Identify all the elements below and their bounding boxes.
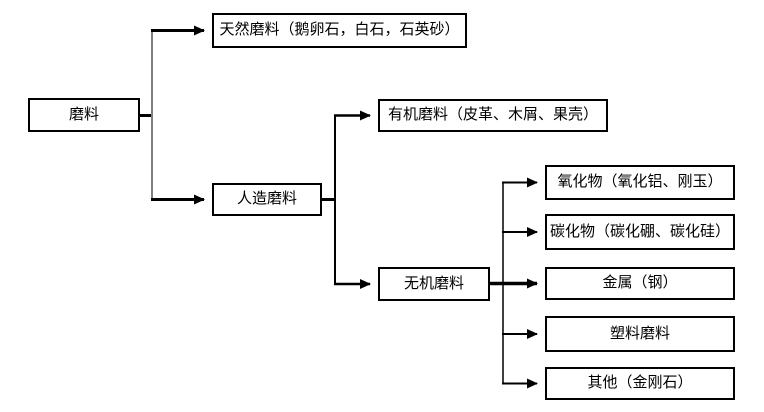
node-plastic-abrasive: 塑料磨料	[545, 316, 735, 352]
node-inorganic-abrasive: 无机磨料	[378, 267, 490, 301]
node-metal-label: 金属（钢）	[602, 275, 678, 291]
node-inorganic-abrasive-label: 无机磨料	[403, 275, 464, 292]
node-plastic-abrasive-label: 塑料磨料	[609, 325, 670, 342]
node-natural-abrasive-label: 天然磨料（鹅卵石，白石，石英砂）	[219, 22, 460, 38]
node-oxide-label: 氧化物（氧化铝、刚玉）	[557, 174, 723, 190]
node-oxide: 氧化物（氧化铝、刚玉）	[545, 165, 735, 200]
node-natural-abrasive: 天然磨料（鹅卵石，白石，石英砂）	[212, 13, 467, 48]
node-organic-abrasive: 有机磨料（皮革、木屑、果壳）	[378, 99, 608, 132]
node-other-abrasive: 其他（金刚石）	[545, 367, 735, 400]
node-carbide: 碳化物（碳化硼、碳化硅）	[545, 214, 735, 250]
node-carbide-label: 碳化物（碳化硼、碳化硅）	[549, 223, 730, 240]
node-abrasive-root: 磨料	[28, 98, 140, 132]
node-artificial-abrasive: 人造磨料	[212, 183, 322, 216]
node-abrasive-root-label: 磨料	[68, 106, 99, 123]
node-other-abrasive-label: 其他（金刚石）	[587, 375, 693, 391]
node-artificial-abrasive-label: 人造磨料	[236, 191, 297, 207]
node-metal: 金属（钢）	[545, 267, 735, 300]
node-organic-abrasive-label: 有机磨料（皮革、木屑、果壳）	[387, 107, 598, 123]
